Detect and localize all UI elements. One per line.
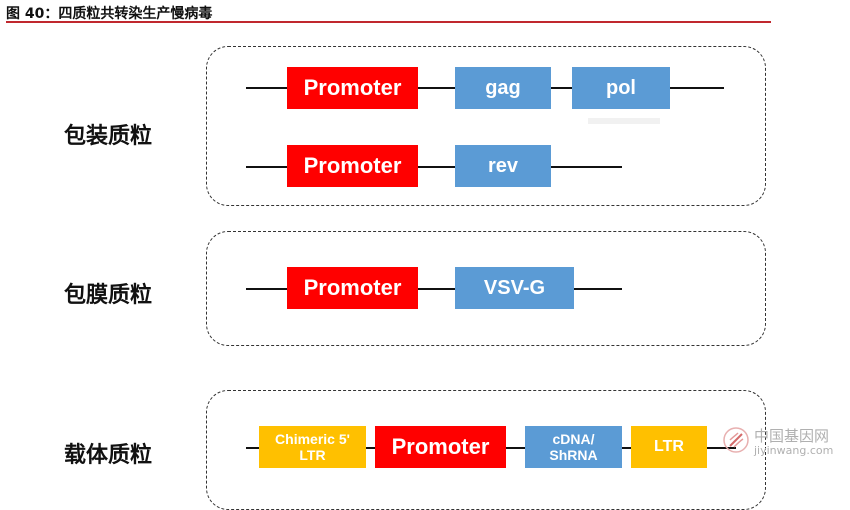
figure-title: 图 40：四质粒共转染生产慢病毒 <box>6 6 213 22</box>
cdna-shrna-box: cDNA/ ShRNA <box>525 426 622 468</box>
title-rule <box>6 21 771 23</box>
chimeric-5ltr-box: Chimeric 5' LTR <box>259 426 366 468</box>
watermark-site-name: 中国基因网 <box>754 427 830 445</box>
packaging-row2-backbone <box>246 166 622 168</box>
packaging-plasmid-group <box>206 46 766 206</box>
promoter-box: Promoter <box>287 145 418 187</box>
rev-gene-box: rev <box>455 145 551 187</box>
gag-gene-box: gag <box>455 67 551 109</box>
vector-plasmid-label: 载体质粒 <box>64 443 153 468</box>
pol-box-shadow <box>588 118 660 124</box>
promoter-box: Promoter <box>375 426 506 468</box>
packaging-plasmid-label: 包装质粒 <box>64 124 153 149</box>
envelope-plasmid-label: 包膜质粒 <box>64 283 153 308</box>
envelope-plasmid-group <box>206 231 766 346</box>
watermark-domain: jiyinwang.com <box>754 444 834 457</box>
dna-logo-icon <box>723 427 749 453</box>
promoter-box: Promoter <box>287 67 418 109</box>
3ltr-box: LTR <box>631 426 707 468</box>
figure-header: 图 40：四质粒共转染生产慢病毒 <box>0 0 850 24</box>
vsvg-gene-box: VSV-G <box>455 267 574 309</box>
watermark: 中国基因网 jiyinwang.com <box>720 425 845 460</box>
envelope-row-backbone <box>246 288 622 290</box>
promoter-box: Promoter <box>287 267 418 309</box>
pol-gene-box: pol <box>572 67 670 109</box>
